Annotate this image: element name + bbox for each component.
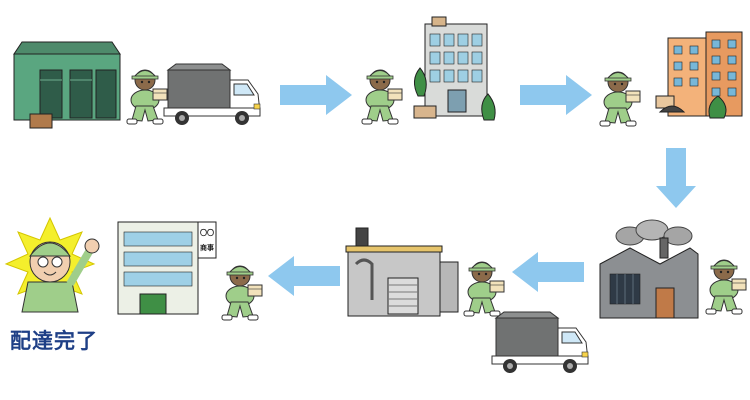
worker-icon: [463, 261, 505, 317]
company-building-icon: [117, 221, 199, 315]
truck-icon: [163, 63, 261, 126]
delivery-complete-label: 配達完了: [10, 329, 98, 353]
flow-arrow-left-icon: [268, 256, 340, 296]
delivery-complete-character-icon: [4, 216, 100, 313]
flow-arrow-right-icon: [280, 75, 352, 115]
worker-icon: [126, 69, 168, 125]
truck-icon: [491, 311, 589, 374]
flow-arrow-down-icon: [656, 148, 696, 208]
signboard-line2: 商事: [200, 243, 214, 252]
worker-icon: [361, 69, 403, 125]
flow-arrow-right-icon: [520, 75, 592, 115]
plant-building-icon: [345, 227, 459, 317]
company-signboard: 〇〇 商事: [197, 221, 217, 259]
office-building-icon: [413, 16, 496, 121]
signboard-line1: 〇〇: [200, 228, 214, 237]
factory-icon: [599, 219, 699, 319]
worker-icon: [221, 265, 263, 321]
warehouse-icon: [13, 41, 121, 129]
flow-arrow-left-icon: [512, 252, 584, 292]
worker-icon: [705, 259, 747, 315]
apartment-building-icon: [655, 31, 743, 119]
worker-icon: [599, 71, 641, 127]
